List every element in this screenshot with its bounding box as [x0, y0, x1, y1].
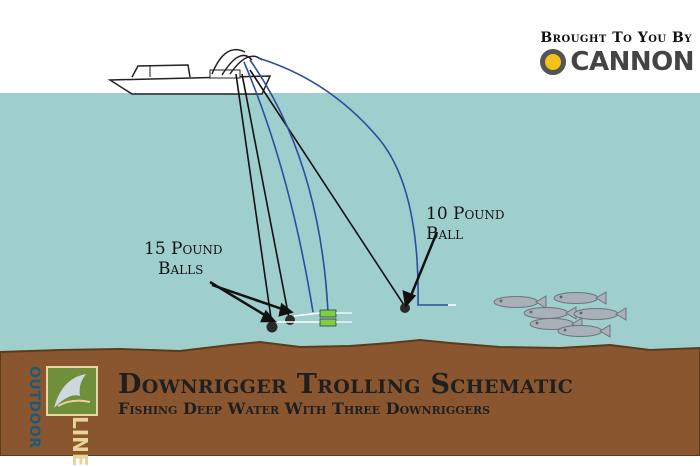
outdoor-line-badge-icon: OUTDOOR LINE: [22, 364, 100, 467]
cannon-logo-icon: [540, 49, 567, 75]
callout-arrows: [209, 231, 439, 323]
schematic-scene: [0, 48, 700, 456]
brand-name: CANNON: [570, 47, 694, 77]
fish-icon: [493, 291, 627, 338]
downrigger-cables: [235, 69, 405, 326]
ten-pound-callout: 10 Pound Ball: [426, 204, 505, 244]
diagram-title: Downrigger Trolling Schematic: [118, 369, 574, 400]
cannon-logo[interactable]: CANNON: [540, 44, 694, 80]
badge-line-text: LINE: [68, 416, 92, 467]
boat-icon: [107, 64, 272, 95]
weight-ball-icon: [266, 303, 410, 333]
fifteen-pound-line2: Balls: [158, 259, 204, 279]
release-clips: [277, 312, 321, 323]
ten-pound-line2: Ball: [426, 224, 464, 244]
fifteen-pound-callout: 15 Pound Balls: [144, 239, 223, 279]
sponsor-tagline: Brought To You By: [540, 30, 692, 46]
diagram-subtitle: Fishing Deep Water With Three Downrigger…: [118, 399, 491, 418]
lure-icon: [319, 304, 456, 327]
fishing-lines: [243, 57, 448, 313]
lake-bottom: [0, 338, 700, 456]
fifteen-pound-line1: 15 Pound: [144, 239, 223, 259]
ten-pound-line1: 10 Pound: [426, 204, 505, 224]
badge-emblem: [46, 366, 98, 416]
badge-outdoor-text: OUTDOOR: [26, 366, 42, 449]
